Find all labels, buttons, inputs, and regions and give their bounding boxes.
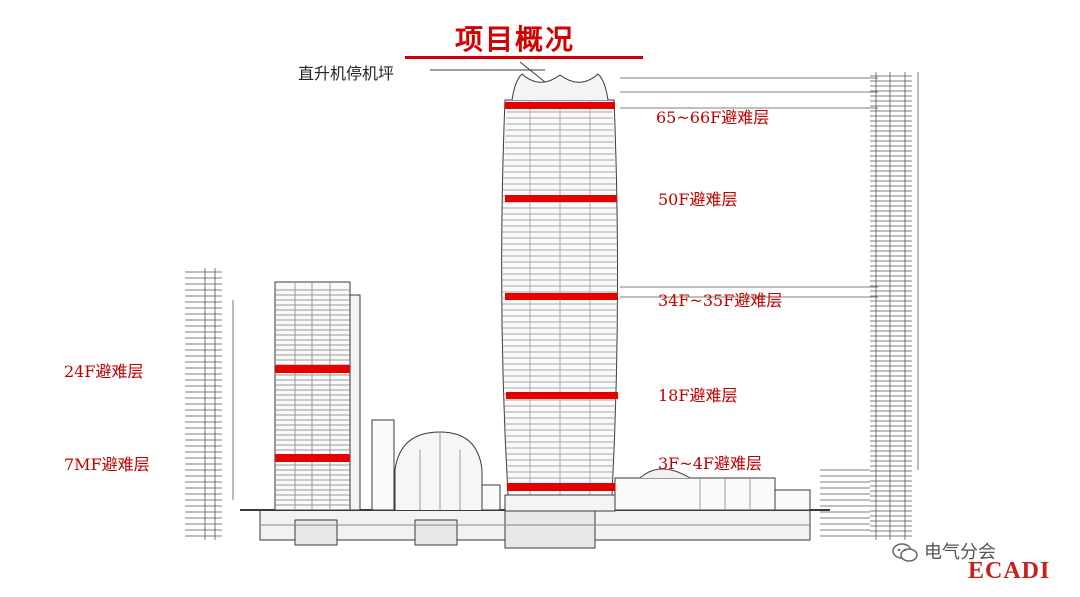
main-tower xyxy=(501,73,619,512)
refuge-band-50f xyxy=(505,195,617,202)
label-refuge-7mf: 7MF避难层 xyxy=(64,455,150,474)
ecadi-logo: ECADI xyxy=(968,558,1051,584)
right-dimension-lines xyxy=(620,72,919,540)
label-refuge-50f: 50F避难层 xyxy=(658,190,738,209)
watermark: 电气分会 xyxy=(892,538,996,564)
label-refuge-34-35f: 34F~35F避难层 xyxy=(658,291,783,310)
refuge-band-7mf xyxy=(275,454,350,462)
refuge-band-3-4f xyxy=(507,483,615,491)
basement xyxy=(240,509,830,549)
secondary-tower xyxy=(274,281,361,511)
label-refuge-24f: 24F避难层 xyxy=(64,362,144,381)
right-podium xyxy=(614,468,811,511)
wechat-icon xyxy=(892,543,918,562)
label-refuge-18f: 18F避难层 xyxy=(658,386,738,405)
refuge-floor-bands xyxy=(275,102,618,491)
podium xyxy=(371,419,501,511)
refuge-band-24f xyxy=(275,365,350,373)
watermark-text: 电气分会 xyxy=(924,542,996,563)
title-underline xyxy=(405,56,643,59)
left-dimension-lines xyxy=(185,268,234,540)
label-refuge-65-66f: 65~66F避难层 xyxy=(656,108,770,127)
refuge-band-65-66f xyxy=(505,102,615,109)
page-title: 项目概况 xyxy=(455,23,576,56)
helipad-label: 直升机停机坪 xyxy=(298,64,395,83)
refuge-band-34-35f xyxy=(505,293,618,300)
label-refuge-3-4f: 3F~4F避难层 xyxy=(658,454,762,473)
refuge-band-18f xyxy=(506,392,618,399)
